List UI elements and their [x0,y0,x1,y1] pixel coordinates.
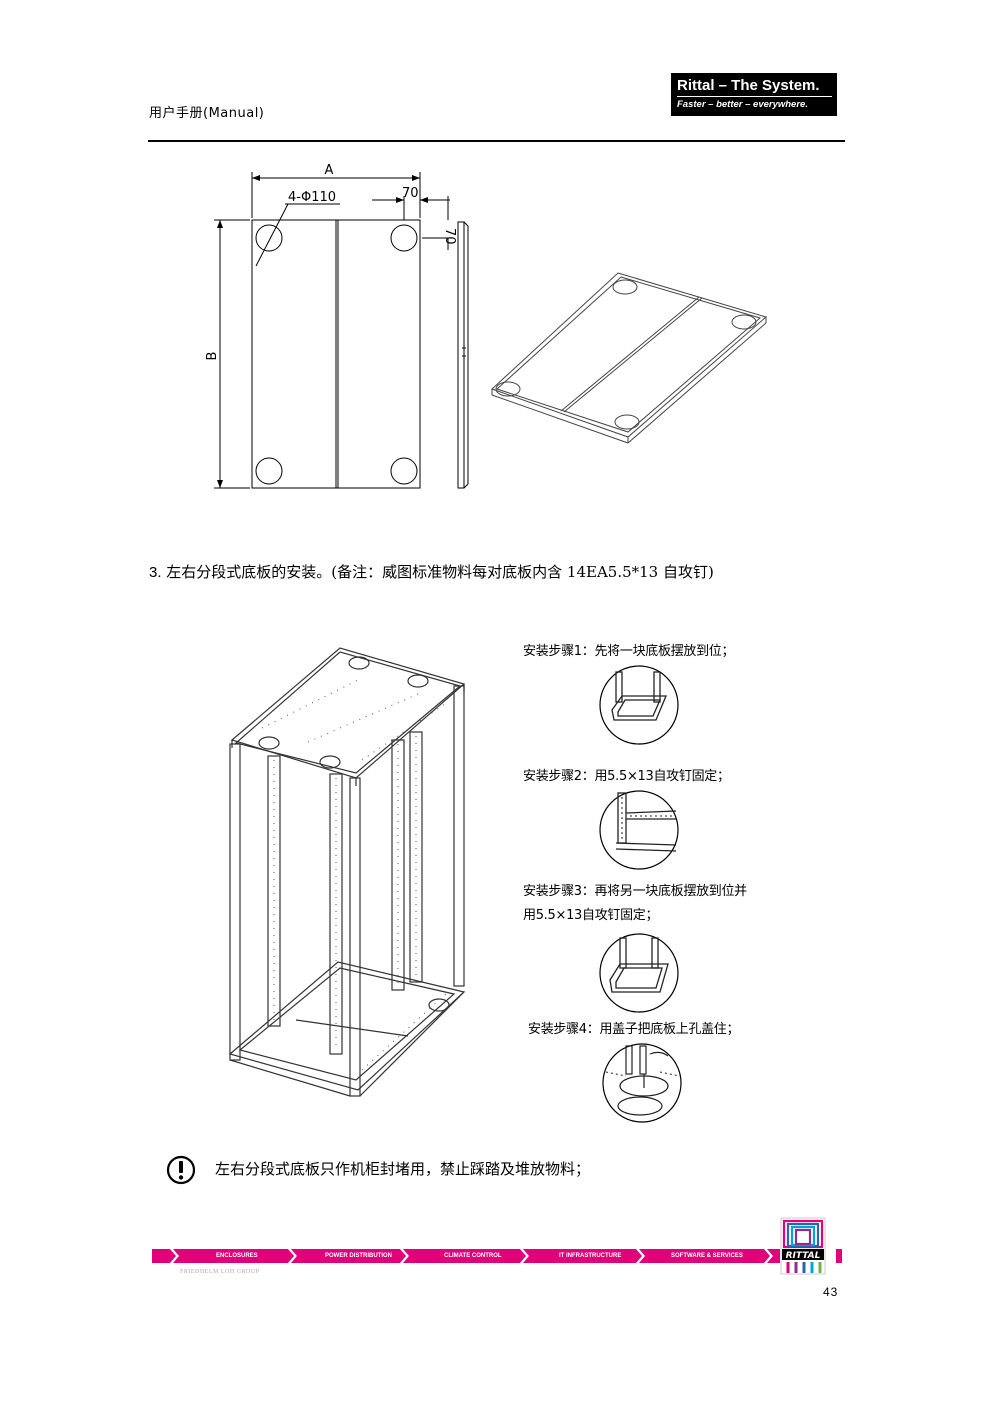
footer-category-climate: CLIMATE CONTROL [444,1253,502,1259]
step-4-detail [602,1043,682,1123]
footer-category-it: IT INFRASTRUCTURE [559,1253,622,1259]
manual-title: 用户手册(Manual) [149,106,265,121]
footer-category-bar [152,1249,842,1263]
footer-group-name: FRIEDHELM LOH GROUP [180,1269,260,1275]
step-3-detail [599,933,679,1013]
hole-spec-label: 4-Φ110 [288,190,336,205]
base-plate-isometric-drawing [491,272,768,444]
footer-category-power: POWER DISTRIBUTION [325,1253,392,1259]
step-1-caption: 安装步骤1：先将一块底板摆放到位； [523,644,735,659]
dim-height-label: B [205,352,220,361]
section-title: 左右分段式底板的安装。(备注：威图标准物料每对底板内含 14EA5.5*13 自… [166,563,714,581]
rittal-system-logo: Rittal – The System. Faster – better – e… [671,73,837,116]
footer-category-software: SOFTWARE & SERVICES [671,1253,743,1259]
step-3-caption-line2: 用5.5×13自攻钉固定； [523,908,659,923]
logo-slogan-main: Rittal – The System. [677,76,832,97]
rittal-brand-text: RITTAL [786,1251,821,1261]
dim-width-label: A [325,163,334,178]
logo-slogan-sub: Faster – better – everywhere. [677,99,808,110]
page-number: 43 [823,1285,839,1299]
step-2-detail [599,790,679,870]
step-4-caption: 安装步骤4：用盖子把底板上孔盖住； [528,1022,740,1037]
cabinet-frame-drawing [228,647,466,1097]
section-number: 3. [149,564,162,581]
base-plate-dimension-drawing: A B 4-Φ110 70 70 [205,163,469,489]
warning-text: 左右分段式底板只作机柜封堵用，禁止踩踏及堆放物料； [215,1160,591,1178]
offset-x-label: 70 [402,186,419,201]
offset-y-label: 70 [442,228,457,245]
step-3-caption: 安装步骤3：再将另一块底板摆放到位并 [523,884,747,899]
step-2-caption: 安装步骤2：用5.5×13自攻钉固定； [523,769,730,784]
rittal-brand-logo: RITTAL [780,1217,826,1275]
step-1-detail [599,665,679,745]
footer-category-enclosures: ENCLOSURES [216,1253,258,1259]
header-divider [148,140,845,142]
exclamation-circle-icon [166,1155,196,1185]
section-heading: 3. 左右分段式底板的安装。(备注：威图标准物料每对底板内含 14EA5.5*1… [149,561,714,582]
